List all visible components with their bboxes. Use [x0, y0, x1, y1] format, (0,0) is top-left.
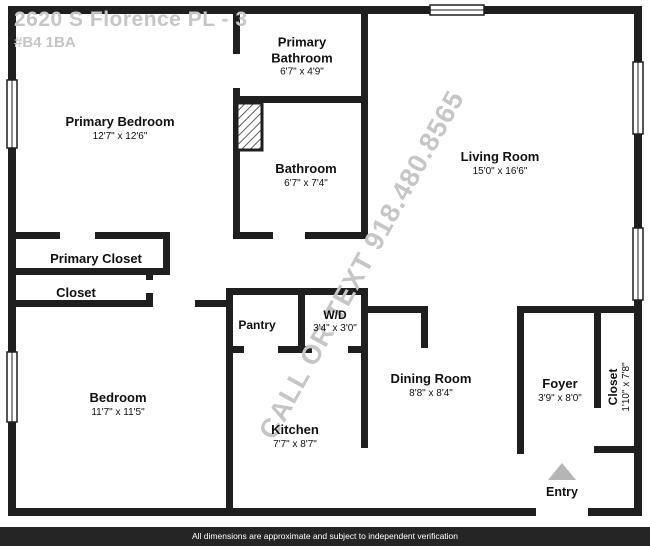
room-dims: 6'7" x 4'9": [280, 66, 324, 78]
room-dims: 7'7" x 8'7": [273, 438, 317, 450]
window-left-primary-bedroom: [6, 79, 18, 149]
room-label-bedroom: Bedroom 11'7" x 11'5": [89, 390, 146, 418]
room-label-kitchen: Kitchen 7'7" x 8'7": [271, 422, 319, 450]
window-right-living-upper: [632, 61, 644, 135]
room-dims: 11'7" x 11'5": [91, 406, 145, 418]
room-name: Primary Bedroom: [65, 114, 175, 130]
room-name: Bedroom: [89, 390, 147, 406]
room-name: Living Room: [460, 149, 540, 165]
entry-label: Entry: [546, 485, 578, 499]
room-name: Bathroom: [275, 161, 337, 177]
room-label-bathroom: Bathroom 6'7" x 7'4": [275, 161, 336, 189]
room-name: Primary Bathroom: [271, 34, 333, 65]
room-name: Primary Closet: [50, 251, 142, 267]
room-dims: 3'9" x 8'0": [538, 392, 582, 404]
hatched-utility-closet: [235, 101, 264, 152]
room-dims: 1'10" x 7'8": [621, 362, 633, 412]
room-label-primary-bathroom: Primary Bathroom 6'7" x 4'9": [262, 34, 342, 77]
room-dims: 15'0" x 16'6": [472, 165, 528, 177]
room-label-foyer: Foyer 3'9" x 8'0": [538, 376, 582, 404]
room-label-living-room: Living Room 15'0" x 16'6": [461, 149, 540, 177]
room-label-primary-bedroom: Primary Bedroom 12'7" x 12'6": [65, 114, 174, 142]
room-label-closet-left: Closet: [56, 285, 96, 301]
room-label-washer-dryer: W/D 3'4" x 3'0": [313, 308, 357, 334]
room-name: Foyer: [542, 376, 578, 392]
window-right-living-lower: [632, 227, 644, 301]
room-name: W/D: [323, 307, 347, 322]
window-left-bedroom: [6, 351, 18, 423]
watermark-unit: #B4 1BA: [14, 34, 76, 51]
room-name: Dining Room: [390, 371, 472, 387]
room-dims: 6'7" x 7'4": [284, 177, 328, 189]
window-top-living: [429, 4, 485, 16]
room-label-pantry: Pantry: [238, 318, 275, 332]
room-name: Kitchen: [271, 422, 319, 438]
room-dims: 8'8" x 8'4": [409, 387, 453, 399]
room-label-closet-right: Closet 1'10" x 7'8": [606, 362, 632, 411]
room-dims: 3'4" x 3'0": [313, 323, 357, 335]
room-name: Pantry: [238, 317, 276, 332]
entry-arrow-icon: [548, 463, 576, 480]
walls-group: [8, 6, 642, 516]
room-name: Closet: [605, 368, 620, 406]
disclaimer-bar: All dimensions are approximate and subje…: [0, 527, 650, 546]
room-label-primary-closet: Primary Closet: [50, 251, 142, 267]
room-name: Closet: [56, 285, 96, 301]
watermark-address: 2620 S Florence PL - 3: [14, 8, 248, 31]
room-label-dining-room: Dining Room 8'8" x 8'4": [391, 371, 472, 399]
room-dims: 12'7" x 12'6": [92, 130, 148, 142]
